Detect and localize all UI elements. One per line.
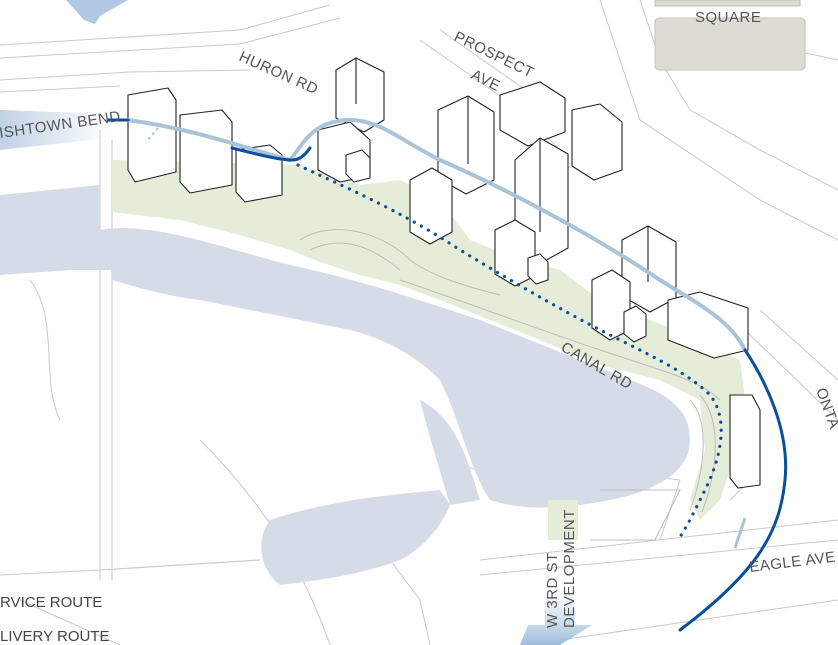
embankment-lines — [299, 229, 721, 541]
w3rd-label-line2: DEVELOPMENT — [561, 509, 578, 628]
arrow-down-icon — [520, 590, 592, 645]
legend-service-route: RVICE ROUTE — [0, 594, 103, 611]
prospect-label: PROSPECT — [451, 28, 536, 81]
arrow-left-icon — [0, 110, 110, 150]
eagle-ave-label: EAGLE AVE — [748, 549, 836, 576]
service-route-hidden-lower — [733, 517, 747, 549]
river-water — [0, 185, 690, 585]
legend-delivery-route: LIVERY ROUTE — [0, 628, 110, 645]
buildings — [127, 57, 761, 489]
huron-rd-label: HURON RD — [236, 48, 320, 98]
square-block — [654, 0, 806, 71]
service-route-hidden — [126, 117, 747, 352]
ontario-label: ONTA — [812, 386, 838, 432]
square-label: SQUARE — [695, 9, 761, 26]
service-route — [106, 118, 788, 632]
w3rd-label-line1: W 3RD ST — [544, 552, 561, 628]
delivery-route — [296, 163, 723, 542]
arrow-up-left-icon — [66, 0, 128, 24]
